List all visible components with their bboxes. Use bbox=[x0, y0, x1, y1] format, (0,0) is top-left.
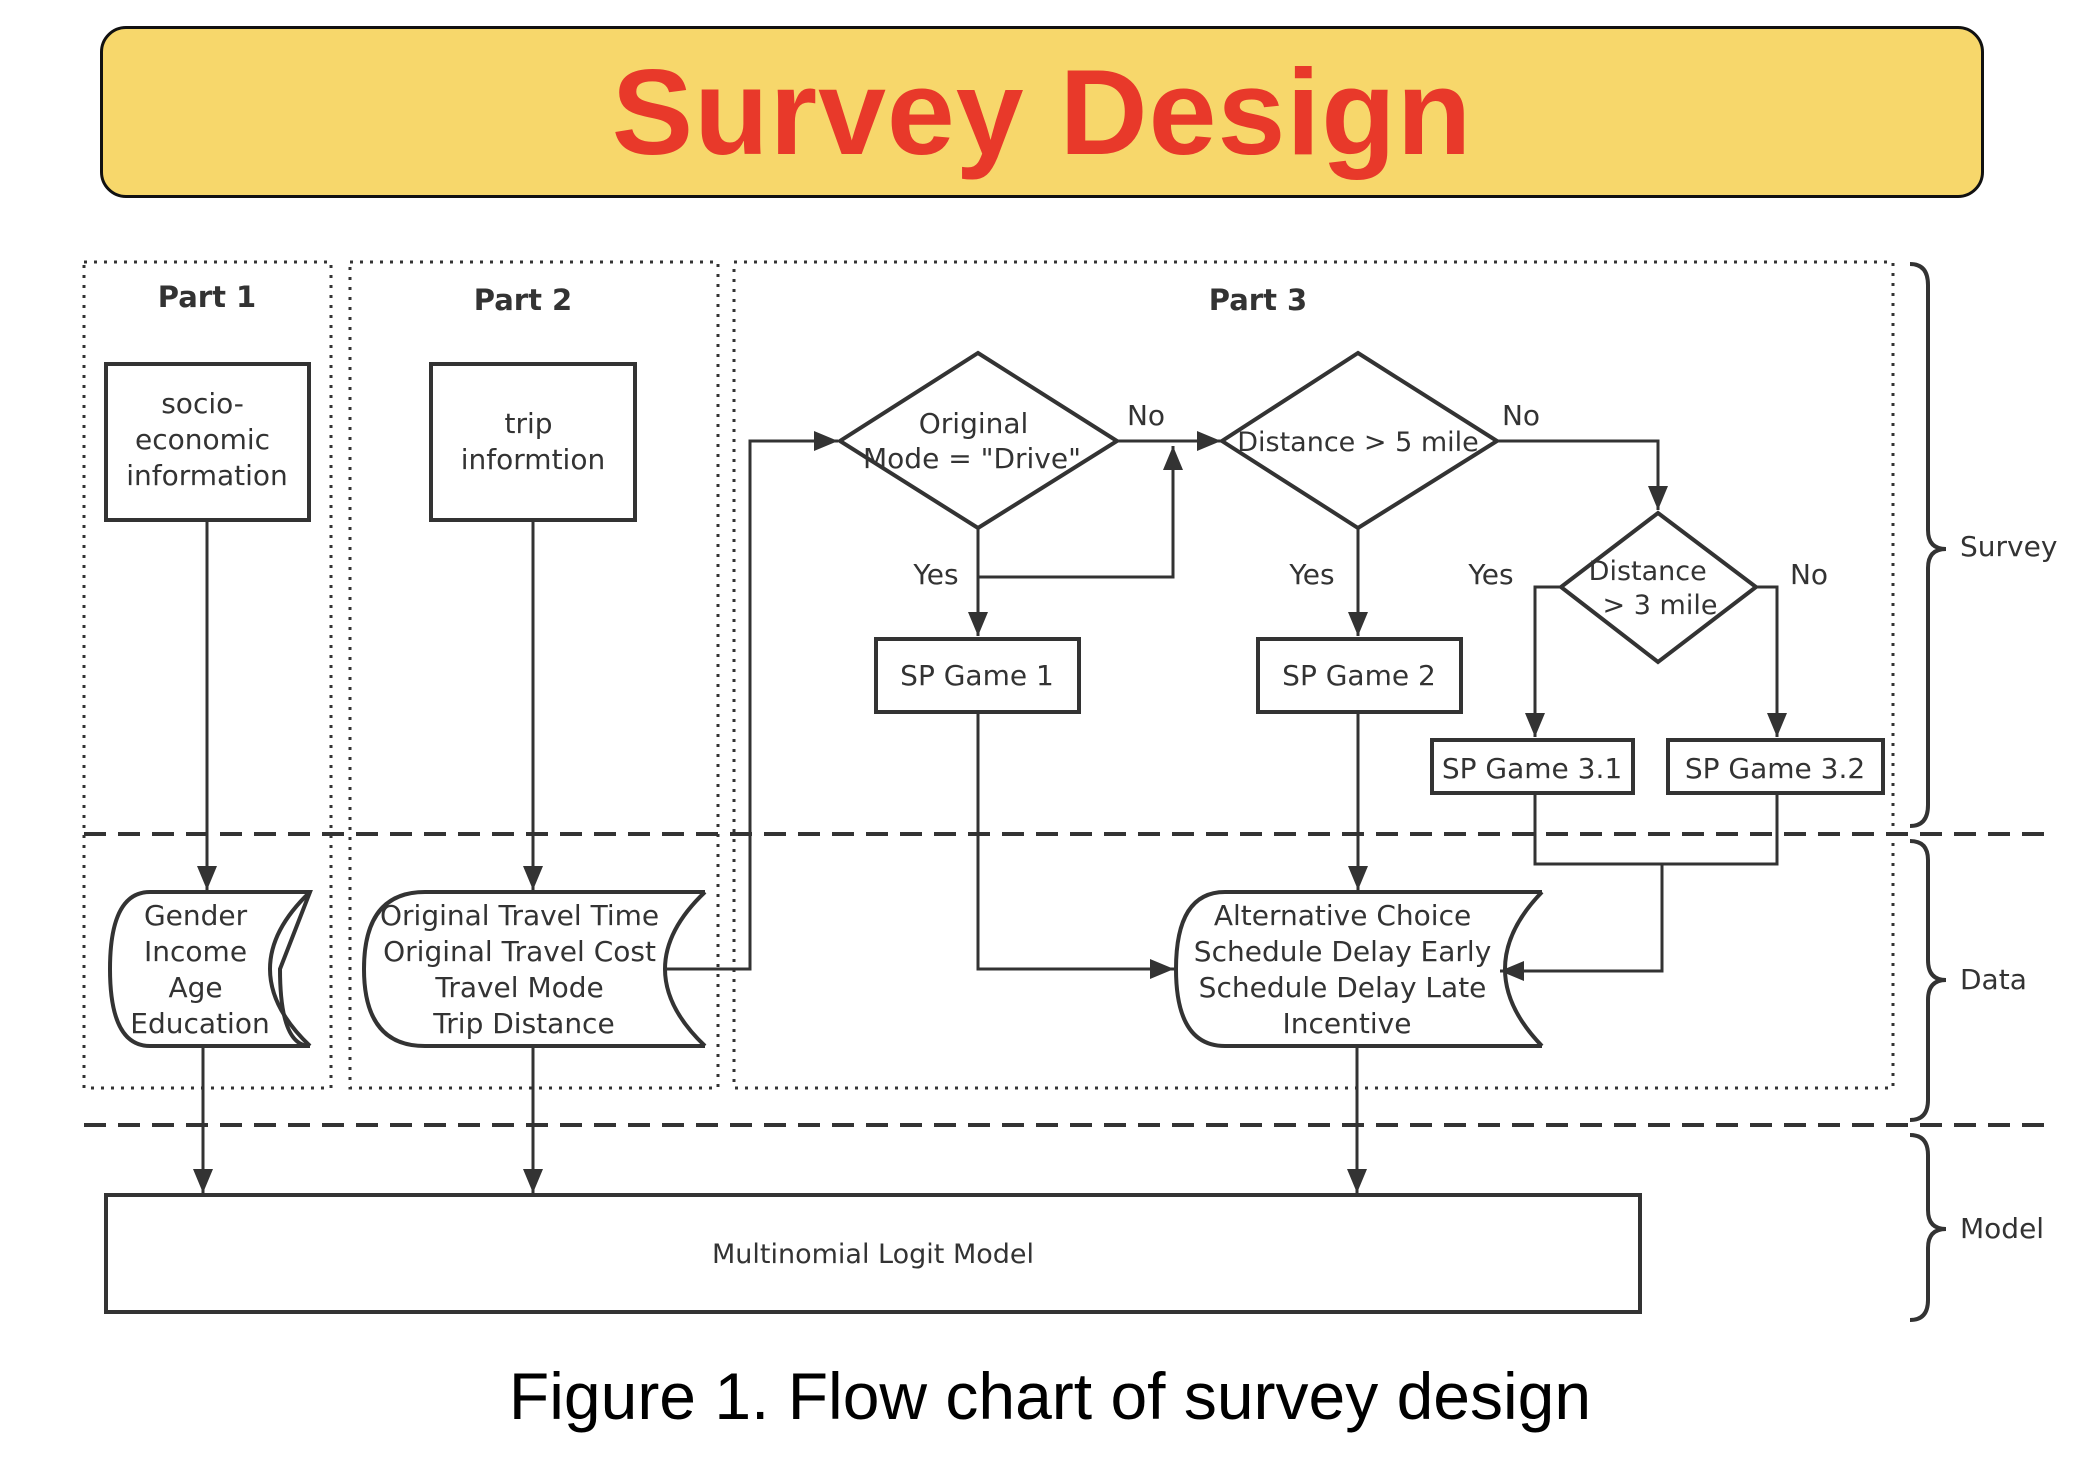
arrow-decision-3-no bbox=[1756, 585, 1787, 737]
arrow-decision-2-no bbox=[1497, 439, 1668, 510]
title-banner: Survey Design bbox=[100, 26, 1984, 198]
decision-distance-5-label: Distance > 5 mile bbox=[1237, 427, 1479, 458]
arrow-trip-data-to-decision bbox=[665, 431, 838, 971]
socio-economic-label: socio- economic information bbox=[126, 387, 288, 492]
choice-data-line-1: Alternative Choice bbox=[1214, 899, 1471, 932]
socio-line-2: economic bbox=[135, 423, 270, 456]
arrow-yes-loop-up bbox=[978, 446, 1183, 579]
decision-distance-3-label: Distance > 3 mile bbox=[1589, 556, 1718, 621]
part-2-container bbox=[348, 260, 720, 1090]
socio-data-line-2: Income bbox=[144, 935, 247, 968]
model-label: Multinomial Logit Model bbox=[712, 1239, 1034, 1270]
model-box bbox=[104, 1193, 1642, 1314]
trip-information-box bbox=[429, 362, 637, 522]
trip-line-1: trip bbox=[505, 407, 553, 440]
trip-data-store bbox=[361, 890, 705, 1048]
decision-3-yes-label: Yes bbox=[1467, 558, 1513, 591]
decision-1-line-1: Original bbox=[919, 407, 1029, 440]
trip-information-label: trip informtion bbox=[461, 407, 605, 476]
socio-data-label: Gender Income Age Education bbox=[130, 899, 269, 1040]
figure-caption: Figure 1. Flow chart of survey design bbox=[508, 1359, 1592, 1433]
decision-1-line-2: Mode = "Drive" bbox=[863, 442, 1081, 475]
sp-game-1-box bbox=[874, 637, 1081, 714]
trip-data-line-2: Original Travel Cost bbox=[383, 935, 656, 968]
data-brace bbox=[1909, 839, 1947, 1122]
decision-3-no-label: No bbox=[1790, 558, 1828, 591]
model-layer-label: Model bbox=[1960, 1212, 2044, 1245]
decision-2-no-label: No bbox=[1502, 399, 1540, 432]
trip-data-label: Original Travel Time Original Travel Cos… bbox=[380, 899, 668, 1040]
decision-3-line-2: > 3 mile bbox=[1603, 590, 1718, 621]
survey-brace bbox=[1909, 262, 1947, 828]
arrow-sp-game-3-to-data bbox=[1500, 864, 1664, 981]
choice-data-line-3: Schedule Delay Late bbox=[1199, 971, 1487, 1004]
choice-data-line-4: Incentive bbox=[1283, 1007, 1412, 1040]
choice-data-store bbox=[1173, 890, 1542, 1048]
trip-data-line-1: Original Travel Time bbox=[380, 899, 659, 932]
part-3-label: Part 3 bbox=[1209, 283, 1307, 317]
sp-game-1-label: SP Game 1 bbox=[900, 659, 1054, 692]
part-2-label: Part 2 bbox=[474, 283, 572, 317]
part-1-container bbox=[82, 260, 333, 1090]
socio-line-3: information bbox=[126, 459, 288, 492]
banner-title: Survey Design bbox=[611, 44, 1473, 180]
socio-data-line-4: Education bbox=[130, 1007, 269, 1040]
sp-game-3-merge-line bbox=[1533, 793, 1779, 866]
decision-3-line-1: Distance bbox=[1589, 556, 1707, 587]
decision-2-yes-label: Yes bbox=[1288, 558, 1334, 591]
decision-original-mode-label: Original Mode = "Drive" bbox=[863, 407, 1081, 475]
sp-game-3-1-label: SP Game 3.1 bbox=[1442, 752, 1622, 785]
data-layer-label: Data bbox=[1960, 963, 2027, 996]
socio-data-line-1: Gender bbox=[144, 899, 248, 932]
decision-original-mode bbox=[836, 350, 1121, 531]
decision-1-yes-label: Yes bbox=[912, 558, 958, 591]
socio-data-line-3: Age bbox=[168, 971, 222, 1004]
choice-data-store-curve bbox=[1502, 890, 1544, 1048]
survey-layer-label: Survey bbox=[1960, 530, 2057, 563]
sp-game-3-2-label: SP Game 3.2 bbox=[1685, 752, 1865, 785]
choice-data-line-2: Schedule Delay Early bbox=[1194, 935, 1491, 968]
socio-line-1: socio- bbox=[161, 387, 244, 420]
socio-data-store-curve bbox=[267, 890, 312, 1048]
part-1-label: Part 1 bbox=[158, 280, 256, 314]
part-3-container bbox=[732, 260, 1895, 1090]
trip-data-line-4: Trip Distance bbox=[432, 1007, 614, 1040]
trip-data-line-3: Travel Mode bbox=[434, 971, 603, 1004]
arrow-sp-game-1-to-data bbox=[976, 712, 1174, 979]
decision-1-no-label: No bbox=[1127, 399, 1165, 432]
decision-distance-3 bbox=[1557, 510, 1760, 665]
arrow-decision-3-yes bbox=[1525, 585, 1561, 737]
model-brace bbox=[1909, 1133, 1947, 1322]
trip-line-2: informtion bbox=[461, 443, 605, 476]
choice-data-label: Alternative Choice Schedule Delay Early … bbox=[1194, 899, 1500, 1040]
sp-game-3-1-box bbox=[1430, 738, 1635, 795]
socio-data-store bbox=[107, 890, 313, 1048]
sp-game-2-label: SP Game 2 bbox=[1282, 659, 1436, 692]
